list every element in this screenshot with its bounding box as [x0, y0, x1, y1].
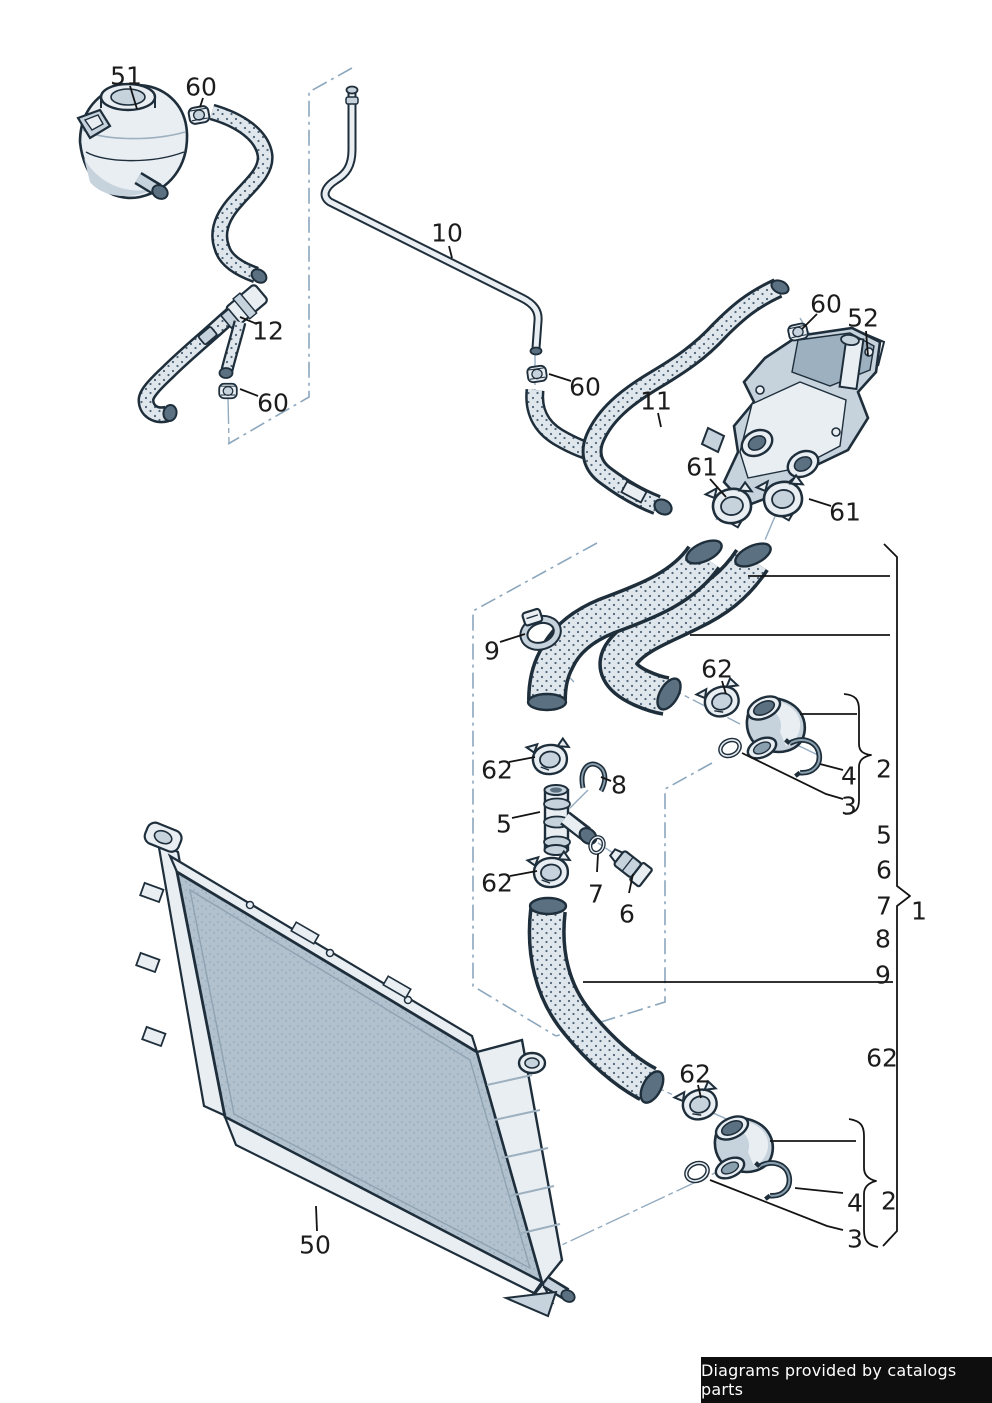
callout-col-1[interactable]: 1	[911, 897, 927, 926]
callout-60-housing[interactable]: 60	[810, 290, 842, 319]
hose-11	[581, 278, 790, 516]
callout-9-clamp[interactable]: 9	[484, 637, 500, 666]
callout-col-8[interactable]: 8	[875, 925, 891, 954]
elbow-2-bottom	[711, 1110, 775, 1184]
clamp-60-pipe	[525, 364, 549, 384]
footer-credit: Diagrams provided by catalogs parts	[701, 1357, 992, 1403]
callout-60-12[interactable]: 60	[257, 389, 289, 418]
clip-4-bottom	[756, 1157, 793, 1199]
callout-bottom-2[interactable]: 2	[881, 1187, 897, 1216]
braces	[843, 543, 911, 1248]
callout-61-left[interactable]: 61	[686, 453, 718, 482]
callout-col-2[interactable]: 2	[876, 755, 892, 784]
clip-8	[579, 761, 608, 793]
pipe-10	[320, 85, 543, 356]
clamp-60-12	[218, 382, 238, 400]
hose-assembly-12	[137, 284, 268, 424]
callout-col-9[interactable]: 9	[875, 961, 891, 990]
callout-61-right[interactable]: 61	[829, 498, 861, 527]
construction-lines	[227, 67, 713, 1037]
callout-62-yhose[interactable]: 62	[701, 655, 733, 684]
t-piece-5	[543, 784, 598, 856]
radiator-50	[135, 821, 576, 1318]
clamp-62-yhose	[693, 675, 747, 724]
callout-62-bottom[interactable]: 62	[679, 1060, 711, 1089]
callout-12[interactable]: 12	[252, 317, 284, 346]
callout-51[interactable]: 51	[110, 62, 142, 91]
callout-col-7[interactable]: 7	[876, 892, 892, 921]
y-hose	[526, 539, 772, 716]
hose-9	[527, 896, 665, 1104]
callout-col-62[interactable]: 62	[866, 1044, 898, 1073]
expansion-tank	[76, 82, 189, 200]
callout-50[interactable]: 50	[299, 1231, 331, 1260]
thermostat-housing-52	[700, 326, 886, 508]
callout-60-pipe[interactable]: 60	[569, 373, 601, 402]
clamp-61-left	[703, 480, 759, 534]
callout-col-5[interactable]: 5	[876, 821, 892, 850]
callout-62-upper[interactable]: 62	[481, 756, 513, 785]
callout-bottom-4[interactable]: 4	[847, 1189, 863, 1218]
clamp-60-tank	[186, 104, 212, 126]
callout-5[interactable]: 5	[496, 810, 512, 839]
footer-credit-text: Diagrams provided by catalogs parts	[701, 1361, 957, 1399]
callout-52[interactable]: 52	[847, 304, 879, 333]
callout-11[interactable]: 11	[640, 387, 672, 416]
callout-col-6[interactable]: 6	[876, 856, 892, 885]
clamp-62-lower	[525, 849, 574, 891]
clamp-9	[519, 607, 562, 651]
callouts: 51 60 12 60 10 60 11 60 52 61 61 9 62 62…	[110, 62, 927, 1260]
oring-3-bottom	[684, 1160, 710, 1184]
callout-62-lower[interactable]: 62	[481, 869, 513, 898]
sensor-6	[608, 848, 653, 888]
callout-60-tank[interactable]: 60	[185, 73, 217, 102]
callout-col-3[interactable]: 3	[841, 792, 857, 821]
tank-hose	[209, 103, 274, 284]
callout-6[interactable]: 6	[619, 900, 635, 929]
callout-10[interactable]: 10	[431, 219, 463, 248]
callout-bottom-3[interactable]: 3	[847, 1225, 863, 1254]
elbow-2-top	[743, 690, 807, 764]
callout-8[interactable]: 8	[611, 771, 627, 800]
clip-4-top	[786, 734, 823, 776]
oring-3-top	[718, 737, 742, 759]
callout-7[interactable]: 7	[588, 880, 604, 909]
callout-col-4[interactable]: 4	[841, 762, 857, 791]
oring-7	[588, 835, 606, 855]
leader-lines	[129, 85, 893, 1232]
